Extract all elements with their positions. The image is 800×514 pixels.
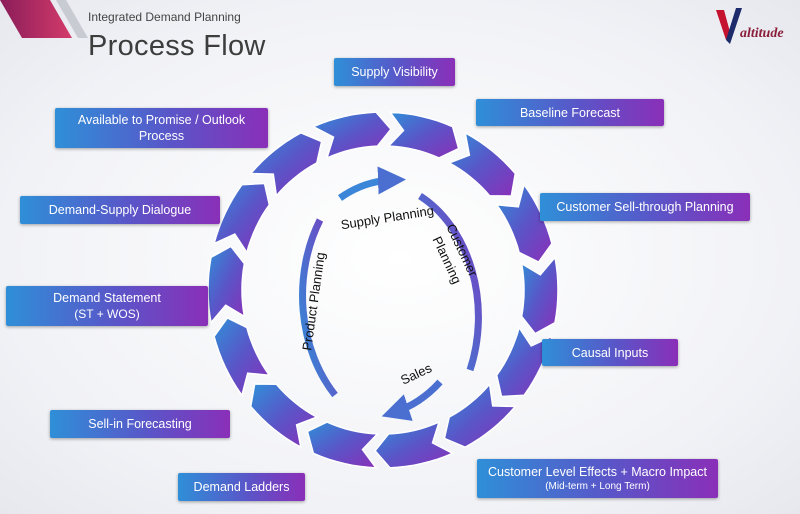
ring-chevron-segment xyxy=(212,182,271,255)
step-available-to-promise: Available to Promise / Outlook Process xyxy=(55,108,268,148)
ring-chevron-segment xyxy=(249,131,323,198)
ring-chevron-segment xyxy=(306,421,380,469)
step-supply-visibility: Supply Visibility xyxy=(334,58,455,86)
step-demand-statement: Demand Statement (ST + WOS) xyxy=(6,286,208,326)
logo-wordmark: altitude xyxy=(740,26,784,41)
ring-chevron-segment xyxy=(374,420,455,469)
ring-chevron-segment xyxy=(520,255,559,335)
inner-arc-customer xyxy=(418,193,482,372)
ring-chevron-segment xyxy=(207,245,246,325)
altitude-logo xyxy=(716,8,742,44)
ring-chevron-segment xyxy=(249,383,319,449)
step-customer-sell-through: Customer Sell-through Planning xyxy=(540,193,750,221)
step-demand-supply-dialogue: Demand-Supply Dialogue xyxy=(20,196,220,224)
ring-chevron-segment xyxy=(311,111,392,160)
ring-chevron-segment xyxy=(495,182,553,264)
ring-chevron-segment xyxy=(443,382,517,449)
ring-chevron-segment xyxy=(386,111,460,159)
outer-ring xyxy=(207,111,559,469)
step-demand-ladders: Demand Ladders xyxy=(178,473,305,501)
inner-arrow-sales xyxy=(381,379,443,421)
inner-arrow-supply xyxy=(337,166,406,201)
page-subtitle: Integrated Demand Planning xyxy=(88,10,241,24)
step-customer-level-effects: Customer Level Effects + Macro Impact (M… xyxy=(477,459,718,498)
step-sell-in-forecasting: Sell-in Forecasting xyxy=(50,410,230,438)
ring-chevron-segment xyxy=(447,131,517,197)
label-supply-planning: Supply Planning xyxy=(340,203,435,233)
step-causal-inputs: Causal Inputs xyxy=(542,339,678,366)
label-sales: Sales xyxy=(398,360,434,388)
page-title: Process Flow xyxy=(88,30,266,62)
step-baseline-forecast: Baseline Forecast xyxy=(476,99,664,126)
inner-arc-product xyxy=(299,218,338,398)
ring-chevron-segment xyxy=(213,316,271,398)
corner-accent xyxy=(0,0,88,38)
